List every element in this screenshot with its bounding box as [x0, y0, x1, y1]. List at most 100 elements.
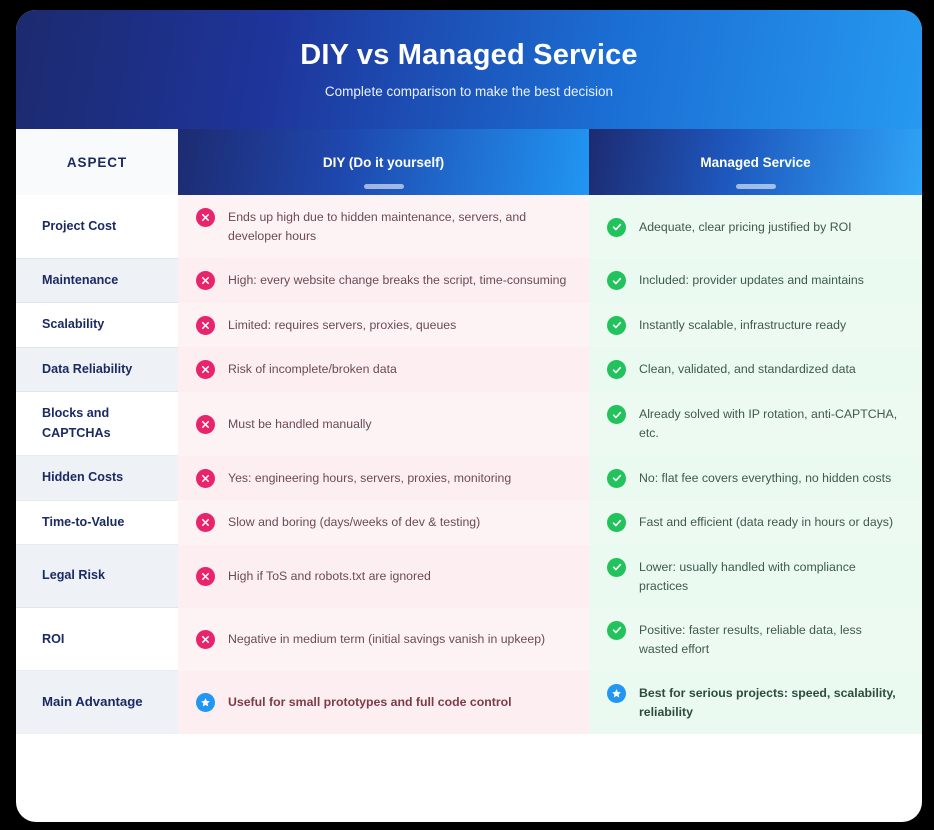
diy-text: High if ToS and robots.txt are ignored [228, 569, 431, 584]
diy-text: Ends up high due to hidden maintenance, … [228, 210, 527, 244]
managed-cell: Positive: faster results, reliable data,… [589, 607, 922, 671]
managed-cell: No: flat fee covers everything, no hidde… [589, 455, 922, 501]
managed-text: Included: provider updates and maintains [639, 273, 864, 288]
diy-text: Risk of incomplete/broken data [228, 362, 397, 377]
star-circle-icon [196, 693, 215, 713]
managed-content: Lower: usually handled with compliance p… [607, 557, 902, 596]
check-circle-icon [607, 468, 626, 488]
diy-content: Ends up high due to hidden maintenance, … [196, 207, 567, 246]
diy-text: Negative in medium term (initial savings… [228, 632, 546, 647]
diy-cell: Negative in medium term (initial savings… [178, 607, 589, 671]
aspect-label: ROI [42, 631, 65, 646]
managed-cell: Best for serious projects: speed, scalab… [589, 670, 922, 734]
column-header-managed-label: Managed Service [700, 154, 811, 170]
managed-content: Clean, validated, and standardized data [607, 359, 902, 380]
aspect-label: Hidden Costs [42, 470, 124, 485]
comparison-table: ASPECT DIY (Do it yourself) Managed Serv… [16, 129, 922, 734]
managed-text: Instantly scalable, infrastructure ready [639, 317, 847, 332]
diy-text: High: every website change breaks the sc… [228, 273, 567, 288]
managed-cell: Instantly scalable, infrastructure ready [589, 302, 922, 348]
managed-content: No: flat fee covers everything, no hidde… [607, 468, 902, 488]
aspect-label: Legal Risk [42, 568, 105, 583]
column-header-diy-label: DIY (Do it yourself) [322, 154, 445, 170]
managed-cell: Adequate, clear pricing justified by ROI [589, 195, 922, 259]
diy-text: Limited: requires servers, proxies, queu… [228, 317, 457, 332]
diy-content: High: every website change breaks the sc… [196, 270, 567, 291]
managed-content: Positive: faster results, reliable data,… [607, 620, 902, 659]
aspect-label: Main Advantage [42, 694, 143, 710]
table-row[interactable]: Hidden Costs Yes: engineering hours, serv… [16, 455, 922, 501]
column-header-managed[interactable]: Managed Service [589, 129, 922, 195]
managed-text: Already solved with IP rotation, anti-CA… [639, 407, 898, 441]
managed-text: Fast and efficient (data ready in hours … [639, 515, 894, 530]
diy-cell: Limited: requires servers, proxies, queu… [178, 302, 589, 348]
managed-cell: Fast and efficient (data ready in hours … [589, 500, 922, 545]
aspect-cell: Time-to-Value [16, 500, 178, 546]
table-row[interactable]: Maintenance High: every website change br… [16, 258, 922, 304]
star-circle-icon [607, 683, 626, 703]
managed-content: Fast and efficient (data ready in hours … [607, 512, 902, 533]
aspect-label: Maintenance [42, 272, 119, 287]
diy-content: Slow and boring (days/weeks of dev & tes… [196, 512, 567, 533]
managed-content: Included: provider updates and maintains [607, 270, 902, 291]
table-row[interactable]: Blocks and CAPTCHAs Must be handled manua… [16, 391, 922, 457]
aspect-cell: Scalability [16, 302, 178, 348]
page-subtitle: Complete comparison to make the best dec… [324, 84, 614, 100]
aspect-label: Time-to-Value [42, 514, 125, 529]
diy-content: Must be handled manually [196, 414, 567, 434]
aspect-label: Data Reliability [42, 361, 133, 376]
managed-text: No: flat fee covers everything, no hidde… [639, 470, 892, 485]
x-circle-icon [196, 360, 215, 380]
table-row[interactable]: Legal Risk High if ToS and robots.txt are… [16, 544, 922, 609]
x-circle-icon [196, 468, 215, 488]
check-circle-icon [607, 271, 626, 291]
column-header-diy[interactable]: DIY (Do it yourself) [178, 129, 589, 195]
check-circle-icon [607, 217, 626, 237]
table-row[interactable]: Data Reliability Risk of incomplete/broke… [16, 347, 922, 393]
managed-text: Best for serious projects: speed, scalab… [639, 685, 896, 719]
header-underline-icon [363, 184, 404, 189]
diy-content: Risk of incomplete/broken data [196, 359, 567, 380]
aspect-cell: Data Reliability [16, 347, 178, 393]
table-row[interactable]: Main Advantage Useful for small prototype… [16, 670, 922, 734]
diy-cell: Yes: engineering hours, servers, proxies… [178, 455, 589, 501]
hero-header: DIY vs Managed Service Complete comparis… [16, 10, 922, 129]
aspect-cell: ROI [16, 607, 178, 672]
aspect-cell: Hidden Costs [16, 455, 178, 501]
table-row[interactable]: Time-to-Value Slow and boring (days/weeks… [16, 500, 922, 546]
managed-text: Adequate, clear pricing justified by ROI [639, 219, 852, 234]
aspect-label: Blocks and CAPTCHAs [42, 406, 111, 440]
managed-cell: Already solved with IP rotation, anti-CA… [589, 391, 922, 456]
diy-cell: High: every website change breaks the sc… [178, 258, 589, 303]
x-circle-icon [196, 567, 215, 587]
comparison-card: DIY vs Managed Service Complete comparis… [16, 10, 922, 822]
aspect-cell: Legal Risk [16, 544, 178, 609]
managed-text: Positive: faster results, reliable data,… [639, 622, 862, 656]
diy-cell: Useful for small prototypes and full cod… [178, 670, 589, 734]
diy-content: Negative in medium term (initial savings… [196, 629, 567, 650]
managed-content: Instantly scalable, infrastructure ready [607, 315, 902, 335]
diy-cell: Slow and boring (days/weeks of dev & tes… [178, 500, 589, 545]
diy-content: Yes: engineering hours, servers, proxies… [196, 468, 567, 488]
check-circle-icon [607, 315, 626, 335]
check-circle-icon [607, 513, 626, 533]
table-row[interactable]: Scalability Limited: requires servers, pr… [16, 302, 922, 348]
diy-text: Yes: engineering hours, servers, proxies… [228, 470, 512, 485]
diy-content: High if ToS and robots.txt are ignored [196, 566, 567, 587]
check-circle-icon [607, 405, 626, 425]
aspect-cell: Main Advantage [16, 670, 178, 734]
diy-content: Limited: requires servers, proxies, queu… [196, 315, 567, 335]
table-row[interactable]: ROI Negative in medium term (initial savi… [16, 607, 922, 672]
x-circle-icon [196, 630, 215, 650]
x-circle-icon [196, 315, 215, 335]
column-header-aspect[interactable]: ASPECT [16, 129, 178, 195]
table-header: ASPECT DIY (Do it yourself) Managed Serv… [16, 129, 922, 195]
check-circle-icon [607, 557, 626, 577]
page-title: DIY vs Managed Service [300, 38, 638, 71]
managed-content: Best for serious projects: speed, scalab… [607, 683, 902, 722]
diy-cell: Must be handled manually [178, 391, 589, 456]
managed-cell: Included: provider updates and maintains [589, 258, 922, 303]
diy-text: Must be handled manually [228, 416, 372, 431]
